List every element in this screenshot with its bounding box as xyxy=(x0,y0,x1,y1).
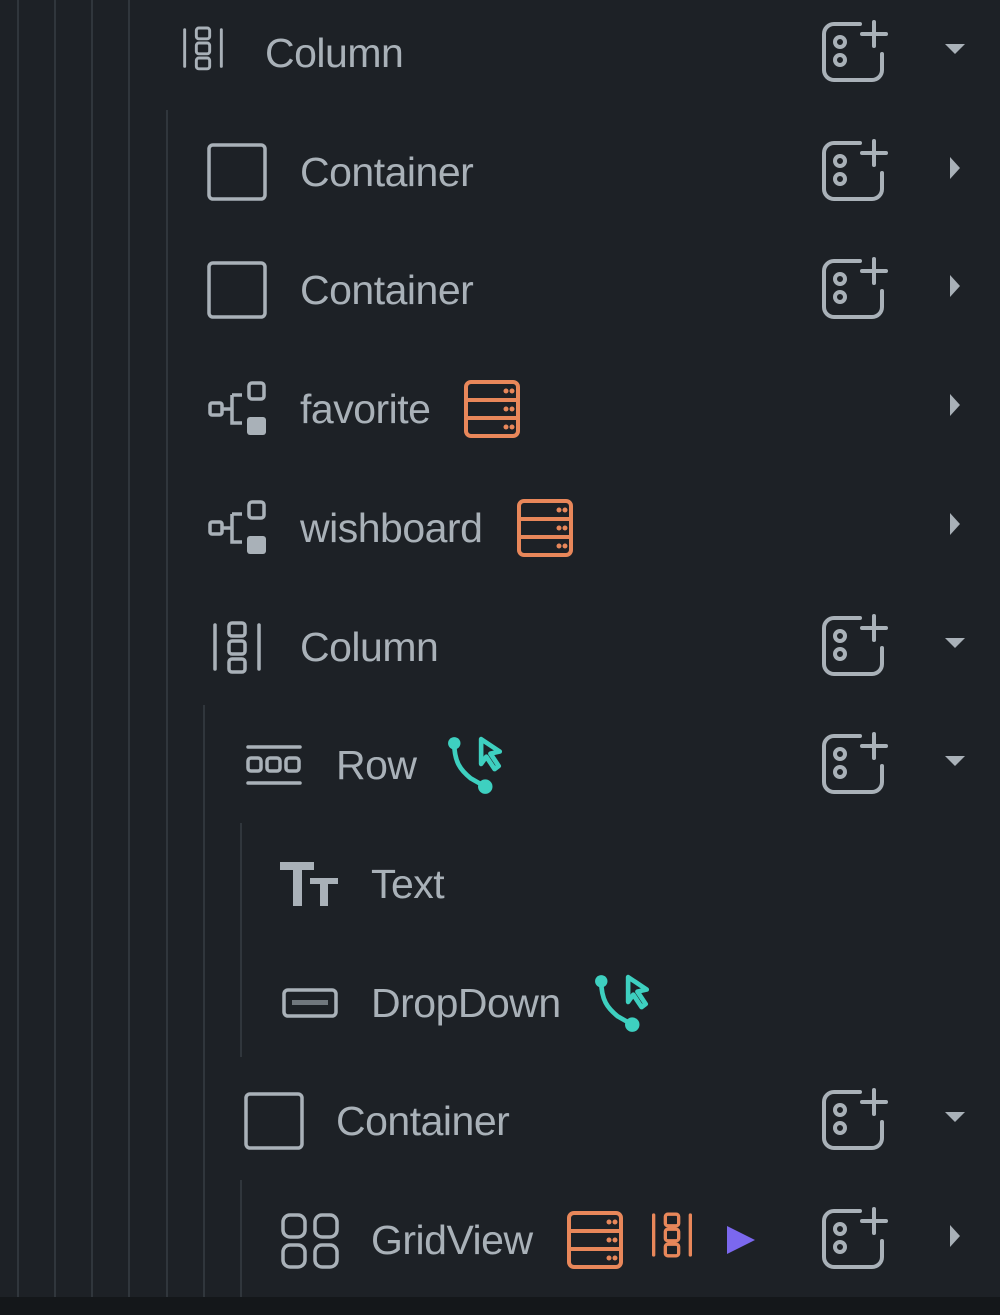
tree-item-container[interactable]: Container xyxy=(0,1062,1000,1180)
chevron-right-icon[interactable] xyxy=(940,153,970,183)
add-child-widget-button[interactable] xyxy=(820,137,890,203)
tree-item-container[interactable]: Container xyxy=(0,113,1000,231)
play-icon xyxy=(719,1210,759,1270)
add-child-widget-button[interactable] xyxy=(820,255,890,321)
add-child-widget-button[interactable] xyxy=(820,18,890,84)
tree-item-label: Row xyxy=(336,742,417,789)
tree-item-favorite[interactable]: favorite xyxy=(0,350,1000,468)
tree-item-gridview[interactable]: GridView xyxy=(0,1181,1000,1299)
container-icon xyxy=(207,142,267,202)
tree-item-label: Text xyxy=(371,860,445,907)
tree-guide-line xyxy=(240,1180,242,1297)
add-child-widget-button[interactable] xyxy=(820,730,890,796)
component-icon xyxy=(207,498,267,558)
row-icon xyxy=(244,735,304,795)
tree-item-label: DropDown xyxy=(371,979,561,1026)
gridview-icon xyxy=(280,1210,340,1270)
column-icon xyxy=(647,1210,697,1270)
tree-guide-line xyxy=(17,0,19,1297)
container-icon xyxy=(244,1091,304,1151)
chevron-right-icon[interactable] xyxy=(940,1221,970,1251)
tree-guide-line xyxy=(240,823,242,1057)
tree-item-label: wishboard xyxy=(300,504,483,551)
tree-item-text[interactable]: Text xyxy=(0,825,1000,943)
tree-item-label: GridView xyxy=(371,1217,533,1263)
container-icon xyxy=(207,260,267,320)
tree-item-label: Column xyxy=(265,30,404,76)
tree-item-label: Container xyxy=(300,148,474,195)
tree-item-label: favorite xyxy=(300,386,431,433)
tree-guide-line xyxy=(128,0,130,1297)
tree-guide-line xyxy=(203,705,205,1297)
column-icon xyxy=(207,617,267,677)
data-source-icon xyxy=(515,498,575,558)
column-icon xyxy=(178,23,228,83)
tree-item-dropdown[interactable]: DropDown xyxy=(0,944,1000,1062)
bottom-bar xyxy=(0,1297,1000,1315)
add-child-widget-button[interactable] xyxy=(820,1086,890,1152)
chevron-right-icon[interactable] xyxy=(940,271,970,301)
component-icon xyxy=(207,379,267,439)
tree-item-label: Column xyxy=(300,623,439,670)
tree-guide-line xyxy=(166,110,168,1297)
tree-guide-line xyxy=(54,0,56,1297)
action-icon xyxy=(446,735,508,795)
tree-item-label: Container xyxy=(336,1098,510,1145)
tree-item-column[interactable]: Column xyxy=(0,0,1000,112)
chevron-right-icon[interactable] xyxy=(940,509,970,539)
add-child-widget-button[interactable] xyxy=(820,1205,890,1271)
tree-item-row[interactable]: Row xyxy=(0,706,1000,824)
chevron-right-icon[interactable] xyxy=(940,390,970,420)
data-source-icon xyxy=(462,379,522,439)
dropdown-icon xyxy=(280,973,340,1033)
chevron-down-icon[interactable] xyxy=(940,1102,970,1132)
tree-guide-line xyxy=(91,0,93,1297)
action-icon xyxy=(593,973,655,1033)
tree-item-wishboard[interactable]: wishboard xyxy=(0,469,1000,587)
chevron-down-icon[interactable] xyxy=(940,628,970,658)
chevron-down-icon[interactable] xyxy=(940,746,970,776)
tree-item-label: Container xyxy=(300,267,474,314)
data-source-icon xyxy=(565,1210,625,1270)
chevron-down-icon[interactable] xyxy=(940,34,970,64)
add-child-widget-button[interactable] xyxy=(820,612,890,678)
tree-item-column[interactable]: Column xyxy=(0,588,1000,706)
text-icon xyxy=(280,854,340,914)
tree-item-container[interactable]: Container xyxy=(0,231,1000,349)
